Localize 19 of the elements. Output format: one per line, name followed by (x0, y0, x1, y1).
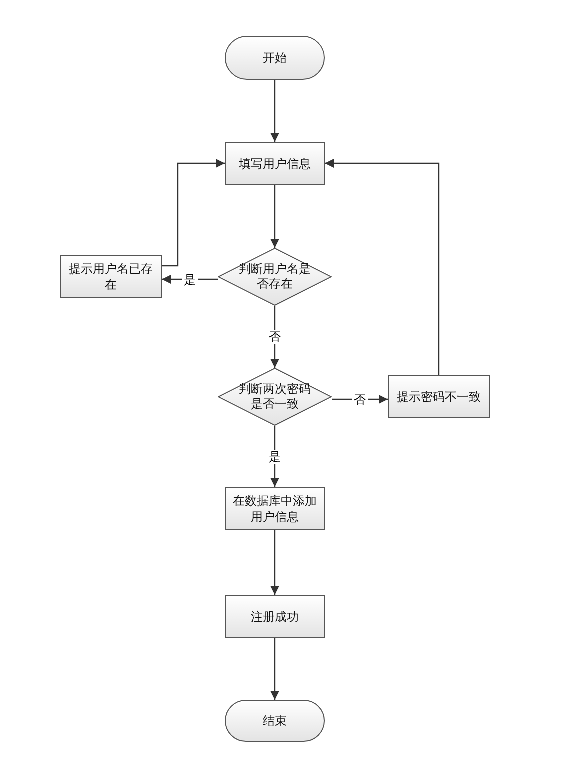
arrow (162, 159, 225, 267)
process-box: 填写用户信息 (225, 142, 325, 185)
decision-diamond: 判断两次密码是否一致 (218, 368, 332, 426)
edge-label: 否 (267, 330, 283, 344)
decision-diamond: 判断用户名是否存在 (218, 248, 332, 306)
terminal-box: 结束 (225, 700, 325, 742)
process-box: 提示密码不一致 (388, 375, 490, 418)
edge-label: 是 (182, 272, 198, 286)
edge-label: 否 (352, 392, 368, 406)
process-box: 提示用户名已存在 (60, 255, 162, 298)
process-box: 注册成功 (225, 595, 325, 638)
terminal-box: 开始 (225, 36, 325, 80)
arrow (270, 638, 280, 700)
arrow (270, 530, 280, 595)
arrow (270, 80, 280, 142)
edge-label: 是 (267, 450, 283, 464)
process-box: 在数据库中添加用户信息 (225, 487, 325, 530)
arrow (325, 159, 440, 375)
arrow (270, 185, 280, 248)
